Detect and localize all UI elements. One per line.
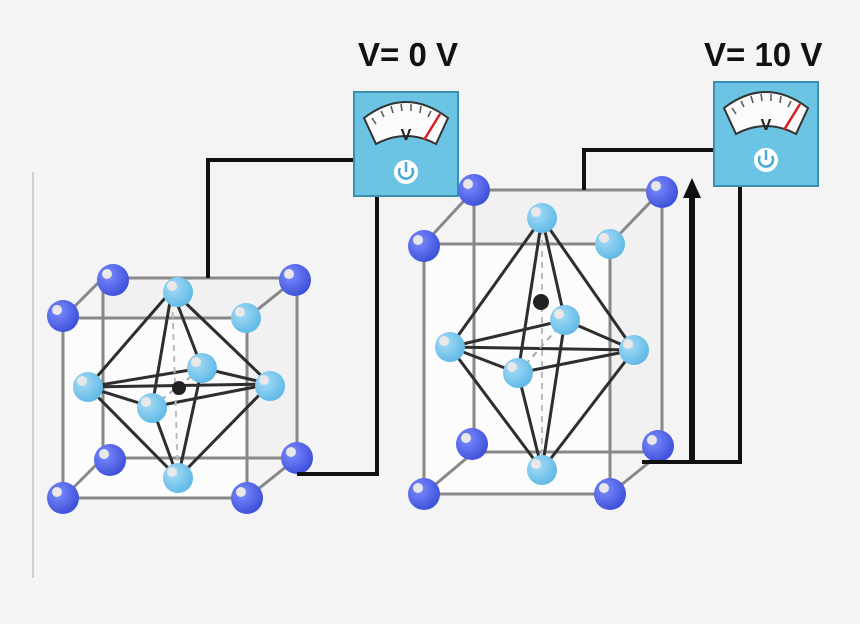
voltage-label-right: V= 10 V: [704, 36, 823, 73]
voltage-label-left: V= 0 V: [358, 36, 458, 73]
wires-left: [206, 158, 379, 476]
wires-right: [582, 148, 742, 464]
corner-atoms-left: [47, 264, 313, 514]
voltmeter-right: V: [713, 81, 819, 187]
power-icon: [754, 148, 778, 172]
face-atoms-left: [73, 277, 285, 493]
corner-atoms-right: [408, 174, 678, 510]
center-atom-left: [172, 381, 186, 395]
crystal-right: [408, 174, 678, 510]
face-atoms-right: [435, 203, 649, 485]
arrow-up-icon: [683, 178, 701, 462]
needle-right: [782, 103, 802, 131]
crystal-left: [47, 264, 313, 514]
power-icon: [394, 160, 418, 184]
meter-unit-right: V: [761, 117, 772, 134]
center-atom-right: [533, 294, 549, 310]
voltmeter-left: V: [353, 91, 459, 197]
meter-unit-left: V: [401, 127, 412, 144]
needle-left: [422, 113, 442, 141]
